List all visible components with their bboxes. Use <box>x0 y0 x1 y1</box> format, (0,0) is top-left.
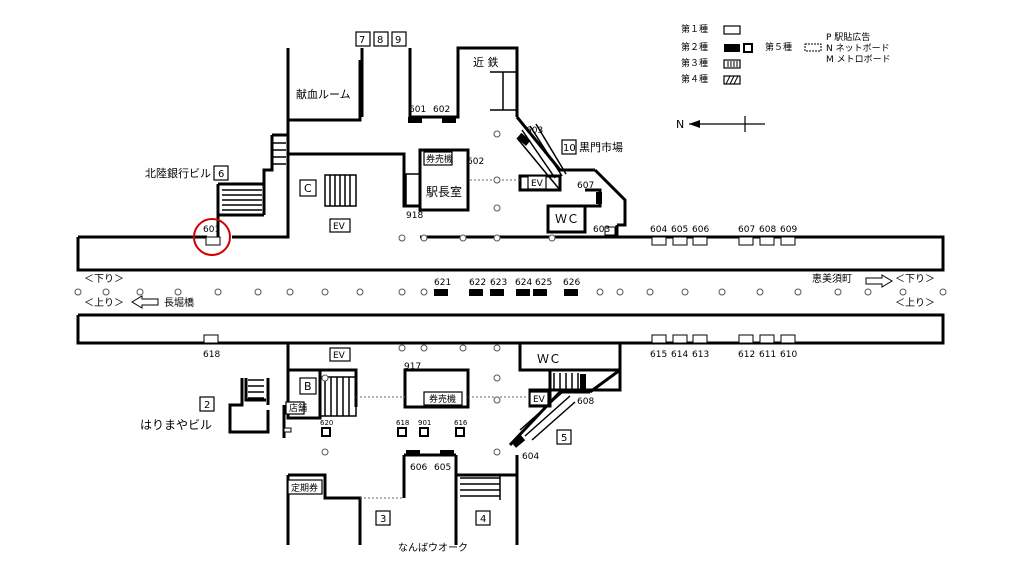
ev-south-label: EV <box>333 351 346 361</box>
ebisu-label: 恵美須町 <box>812 272 852 285</box>
legend-m: M メトロボード <box>826 54 891 65</box>
ad-608-label: 608 <box>759 225 776 235</box>
exit-8-label: 8 <box>377 35 383 46</box>
ev-ne-label: EV <box>531 179 544 189</box>
ad-622-label: 622 <box>469 278 486 288</box>
ad-611-label: 611 <box>759 350 776 360</box>
ad-624-label: 624 <box>515 278 532 288</box>
exit-6-label: 6 <box>218 169 224 180</box>
exit-10-label: 10 <box>563 143 576 154</box>
ad-602b-label: 602 <box>467 157 484 167</box>
ticket-south-label: 券売機 <box>429 393 456 405</box>
ad-613-label: 613 <box>692 350 709 360</box>
ad-606b-label: 606 <box>410 463 427 473</box>
legend-type2: 第２種 <box>681 41 708 53</box>
up-left-label: ＜上り＞ <box>84 297 124 309</box>
exit-7-label: 7 <box>359 35 365 46</box>
b-label: B <box>304 380 312 393</box>
ad-606-label: 606 <box>692 225 709 235</box>
exit-boxes <box>199 31 577 526</box>
kintetsu-label: 近 鉄 <box>473 55 499 69</box>
ad-918-label: 918 <box>406 211 423 221</box>
harimaya-label: はりまやビル <box>140 418 212 432</box>
up-right-label: ＜上り＞ <box>895 297 935 309</box>
shop-label: 店舗 <box>289 402 307 414</box>
ad-610-label: 610 <box>780 350 797 360</box>
exit-2-label: 2 <box>204 400 210 411</box>
down-left-label: ＜下り＞ <box>84 273 124 285</box>
c-label: C <box>304 182 312 195</box>
ad-614-label: 614 <box>671 350 688 360</box>
ad-618-label: 618 <box>203 350 220 360</box>
ad-620-label: 620 <box>320 419 333 427</box>
blood-room-label: 献血ルーム <box>296 87 351 101</box>
highlight-circle <box>193 218 231 256</box>
legend-p: P 駅貼広告 <box>826 31 870 43</box>
ad-901-label: 901 <box>418 419 431 427</box>
ad-603b-label: 603 <box>593 225 610 235</box>
ad-618b-label: 618 <box>396 419 409 427</box>
type1-icon <box>723 25 741 35</box>
ad-609-label: 609 <box>780 225 797 235</box>
ev-north-label: EV <box>333 222 346 232</box>
exit-4-label: 4 <box>480 514 486 525</box>
type3-icon <box>723 59 741 69</box>
type2-icon <box>724 44 740 52</box>
legend-type3: 第３種 <box>681 57 708 69</box>
ad-917-label: 917 <box>404 362 421 372</box>
ad-621-label: 621 <box>434 278 451 288</box>
ad-604b-label: 604 <box>522 452 539 462</box>
ad-615-label: 615 <box>650 350 667 360</box>
exit-3-label: 3 <box>380 514 386 525</box>
ad-616-label: 616 <box>454 419 468 427</box>
ad-604-label: 604 <box>650 225 667 235</box>
legend: 第１種 第２種 第３種 第４種 第５種 P 駅貼広告 N ネットボード M メト… <box>676 23 891 132</box>
kuromon-label: 黒門市場 <box>579 140 623 154</box>
ad-605-label: 605 <box>671 225 688 235</box>
wc-south-label: ＷＣ <box>537 352 561 366</box>
ad-612-label: 612 <box>738 350 755 360</box>
ad-607b-label: 607 <box>738 225 755 235</box>
ev-se-label: EV <box>533 395 546 405</box>
ticket-north-label: 券売機 <box>426 153 453 165</box>
north-walls <box>76 46 945 272</box>
legend-n: N ネットボード <box>826 43 890 54</box>
ad-boxes-type1 <box>203 226 796 344</box>
north-label: N <box>676 118 684 131</box>
exit-5-label: 5 <box>561 433 567 444</box>
ad-602-label: 602 <box>433 105 450 115</box>
hokuriku-label: 北陸銀行ビル <box>145 166 211 180</box>
teikiken-label: 定期券 <box>291 482 318 494</box>
right-arrow-icon <box>865 274 893 288</box>
pillars <box>74 130 947 456</box>
left-arrow-icon <box>131 295 159 309</box>
ad-boxes-type2 <box>283 117 602 456</box>
south-walls <box>76 313 945 545</box>
exit-9-label: 9 <box>395 35 401 46</box>
ad-605b-label: 605 <box>434 463 451 473</box>
nagahori-label: 長堀橋 <box>164 296 194 309</box>
namba-walk-label: なんばウオーク <box>398 542 468 554</box>
ad-626-label: 626 <box>563 278 580 288</box>
wc-north-label: ＷＣ <box>555 212 579 226</box>
station-office-label: 駅長室 <box>426 184 462 199</box>
ad-623-label: 623 <box>490 278 507 288</box>
ad-625-label: 625 <box>535 278 552 288</box>
ad-601-label: 601 <box>409 105 426 115</box>
ad-607-label: 607 <box>577 181 594 191</box>
legend-type1: 第１種 <box>681 23 708 35</box>
ad-608b-label: 608 <box>577 397 594 407</box>
legend-type5: 第５種 <box>765 41 792 53</box>
ad-603-label: 603 <box>526 126 543 136</box>
down-right-label: ＜下り＞ <box>895 273 935 285</box>
type2b-icon <box>743 43 753 53</box>
ad-601p-label: 601 <box>203 225 220 235</box>
type5-icon <box>804 43 822 52</box>
legend-type4: 第４種 <box>681 73 708 85</box>
